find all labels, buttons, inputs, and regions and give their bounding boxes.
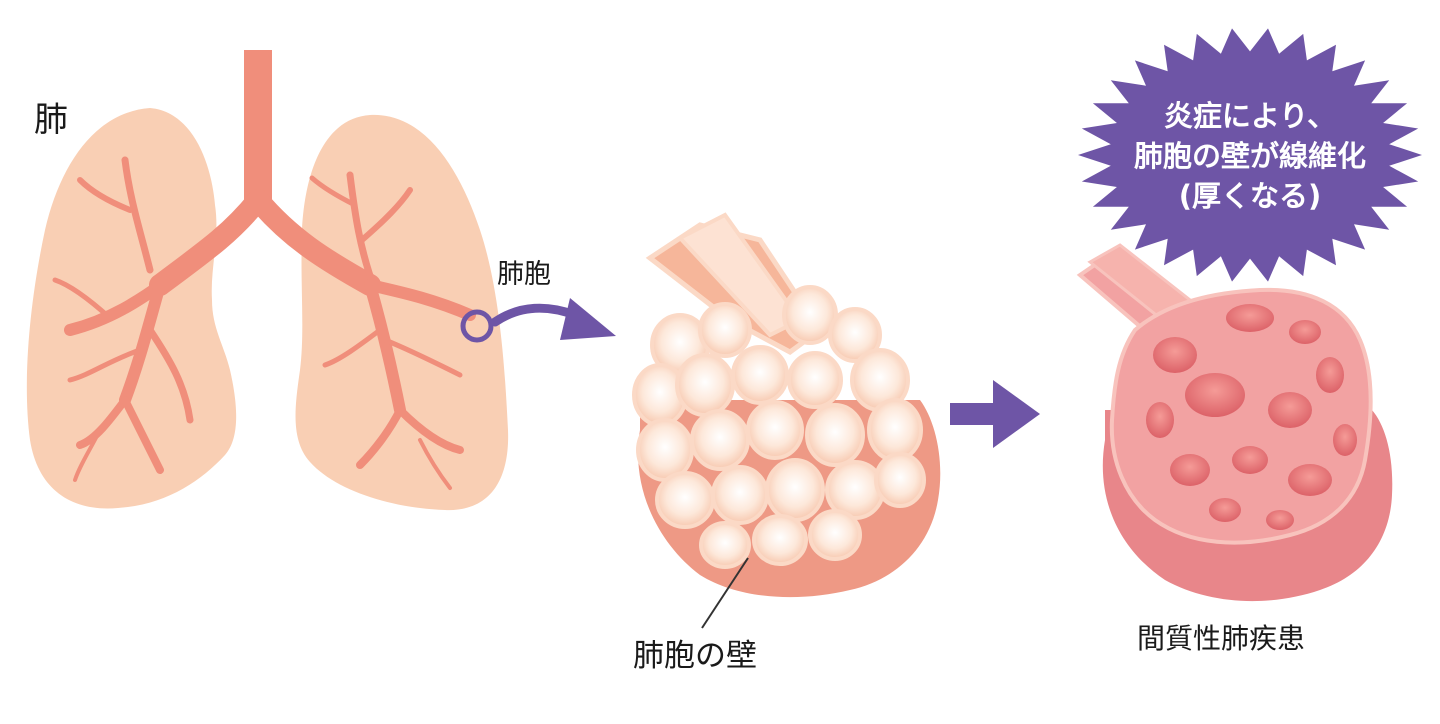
fibrotic-alveolus [1076,243,1393,602]
callout-text: 炎症により、 肺胞の壁が線維化 (厚くなる) [1090,96,1410,216]
alveolar-wall-label: 肺胞の壁 [633,638,757,674]
bronchial-tree [52,50,476,490]
callout-line-3: (厚くなる) [1178,179,1322,213]
alveolus-cluster [632,212,941,629]
trachea [244,50,272,215]
right-arrow-icon [950,380,1040,448]
right-lung [295,114,509,511]
lungs-illustration [26,50,509,511]
callout-line-1: 炎症により、 [1163,99,1337,133]
curved-arrow-icon [490,303,580,327]
disease-label: 間質性肺疾患 [1137,622,1306,655]
alveolar-wall-pointer [701,557,749,629]
alveolus-sacs [632,285,926,569]
fibrotic-holes [1146,304,1357,530]
circle-marker-icon [460,309,494,343]
starburst-icon [1078,28,1422,282]
callout-line-2: 肺胞の壁が線維化 [1133,139,1366,173]
alveolus-label: 肺胞 [497,259,551,290]
curved-arrow-head [560,298,616,340]
lung-label: 肺 [34,100,68,140]
